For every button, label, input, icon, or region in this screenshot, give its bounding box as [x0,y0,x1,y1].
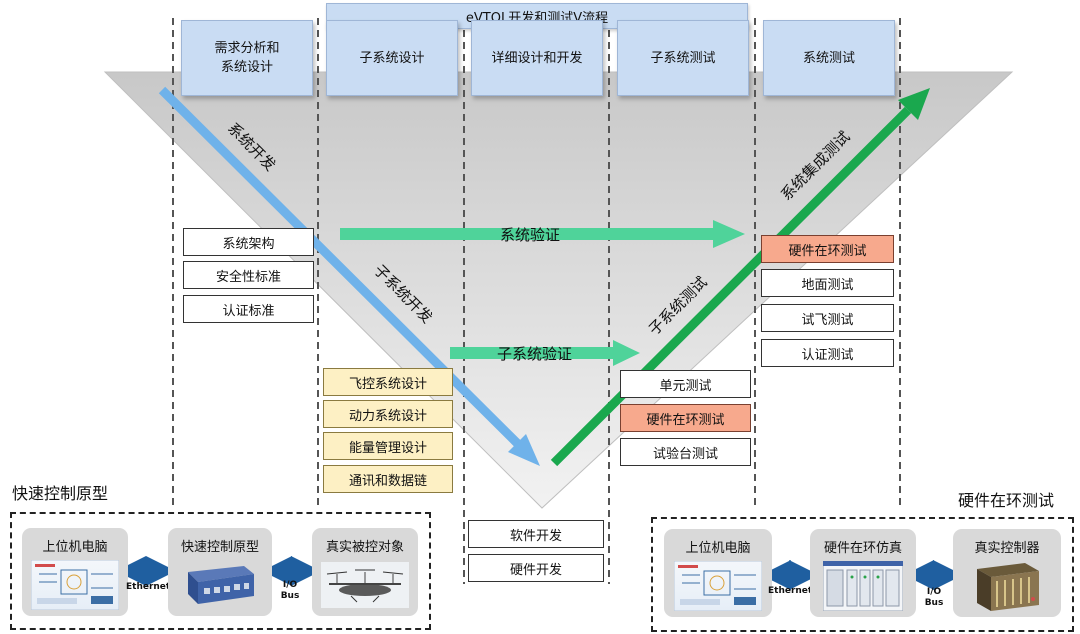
item-unit-test: 单元测试 [620,370,751,398]
phase-system-test: 系统测试 [763,20,895,96]
item-communication-datalink: 通讯和数据链 [323,465,453,493]
monitor-screen-icon [31,560,119,610]
monitor-screen-icon [674,561,762,611]
rcp-hardware-icon [188,566,254,604]
phase-subsystem-design: 子系统设计 [326,20,458,96]
rcp-real-plant: 真实被控对象 [312,528,418,616]
item-subsystem-hil-test: 硬件在环测试 [620,404,751,432]
hil-simulator-label: 硬件在环仿真 [823,541,902,556]
rcp-controller-label: 快速控制原型 [180,540,259,555]
rcp-ethernet-label: Ethernet [126,582,171,592]
controller-hardware-icon [977,563,1039,611]
hil-ethernet-label: Ethernet [768,586,813,596]
rcp-io-bus-label: I/O Bus [280,580,300,601]
item-system-architecture: 系统架构 [183,228,314,256]
item-flight-control-design: 飞控系统设计 [323,368,453,396]
rcp-host-pc: 上位机电脑 [22,528,128,616]
development-arrow [158,86,540,466]
item-hardware-development: 硬件开发 [468,554,604,582]
label-system-verification: 系统验证 [500,226,561,244]
label-subsystem-verification: 子系统验证 [497,345,573,363]
evtol-aircraft-icon [321,562,409,608]
rcp-real-plant-label: 真实被控对象 [325,540,404,555]
phase-detail-design: 详细设计和开发 [471,20,603,96]
item-system-hil-test: 硬件在环测试 [761,235,894,263]
column-separators [172,18,901,584]
item-certification-standard: 认证标准 [183,295,314,323]
item-safety-standard: 安全性标准 [183,261,314,289]
rcp-group: 上位机电脑 Ethernet 快速控制原型 I/O Bus [10,512,431,630]
system-verification-arrow [340,220,745,248]
item-ground-test: 地面测试 [761,269,894,297]
item-energy-management-design: 能量管理设计 [323,432,453,460]
hil-simulator: 硬件在环仿真 [810,529,916,617]
hil-host-pc: 上位机电脑 [664,529,772,617]
hil-group: 上位机电脑 Ethernet 硬件在环仿真 [651,517,1074,632]
phase-subsystem-test: 子系统测试 [617,20,749,96]
item-software-development: 软件开发 [468,520,604,548]
testing-arrow [550,88,930,467]
item-testbench-test: 试验台测试 [620,438,751,466]
hil-real-controller-label: 真实控制器 [974,541,1040,556]
item-certification-test: 认证测试 [761,339,894,367]
rcp-controller: 快速控制原型 [168,528,272,616]
hil-io-bus-label: I/O Bus [924,587,944,608]
item-flight-test: 试飞测试 [761,304,894,332]
hil-host-pc-label: 上位机电脑 [685,541,751,556]
hil-real-controller: 真实控制器 [953,529,1061,617]
hil-simulator-icon [823,561,903,611]
rcp-group-title: 快速控制原型 [12,484,109,503]
item-power-system-design: 动力系统设计 [323,400,453,428]
subsystem-verification-arrow [450,340,640,366]
hil-group-title: 硬件在环测试 [958,491,1055,510]
phase-requirements: 需求分析和 系统设计 [181,20,313,96]
rcp-host-pc-label: 上位机电脑 [42,540,108,555]
